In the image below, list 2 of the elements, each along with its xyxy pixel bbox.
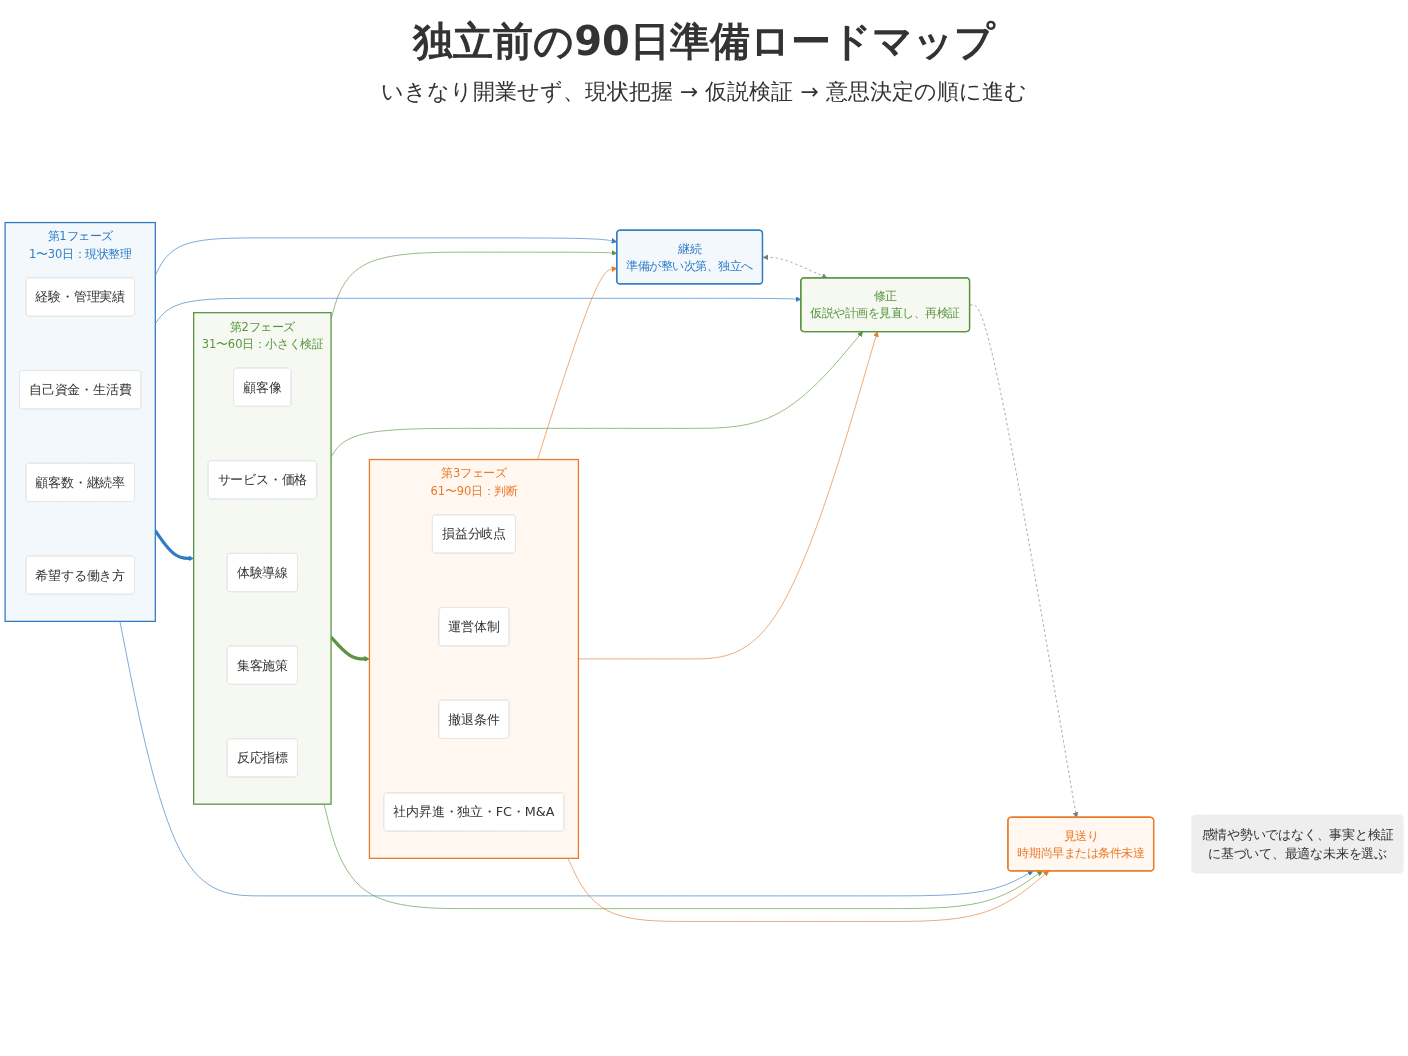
subtitle: いきなり開業せず、現状把握 → 仮説検証 → 意思決定の順に進む (381, 78, 1027, 106)
diagram-title: 独立前の90日準備ロードマップ (411, 17, 997, 66)
